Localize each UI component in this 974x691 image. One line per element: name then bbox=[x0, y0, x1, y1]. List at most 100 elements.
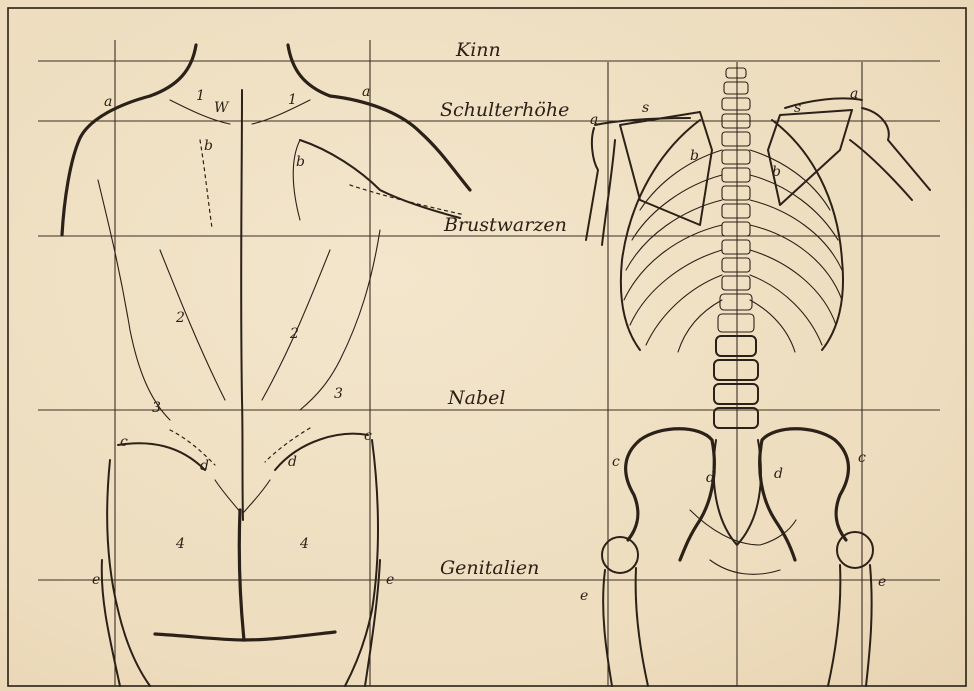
mark-d-left: d bbox=[200, 458, 209, 474]
vertebral-column bbox=[714, 68, 758, 428]
mark-b-right: b bbox=[296, 154, 305, 170]
vertebra bbox=[718, 314, 754, 332]
label-kinn: Kinn bbox=[455, 39, 501, 61]
vertebra bbox=[722, 150, 750, 164]
label-nabel: Nabel bbox=[447, 387, 505, 409]
spine-line bbox=[241, 90, 243, 520]
vertebra bbox=[722, 240, 750, 254]
right-arm-dashed bbox=[350, 185, 465, 215]
label-schulterhoehe: Schulterhöhe bbox=[440, 99, 569, 121]
vertebra bbox=[714, 360, 758, 380]
pubic-arch bbox=[710, 560, 780, 574]
back-figure bbox=[62, 45, 470, 686]
rib bbox=[626, 200, 722, 270]
mark-c-left: c bbox=[120, 434, 128, 450]
pelvis-left-ilium bbox=[640, 429, 714, 560]
rib bbox=[750, 175, 838, 240]
femur-head-right bbox=[837, 532, 873, 568]
mark-2-left: 2 bbox=[175, 310, 185, 326]
ribs-right bbox=[750, 150, 842, 352]
vertebra bbox=[726, 68, 746, 78]
mark-b-skel-right: b bbox=[772, 164, 781, 180]
mark-a-left: a bbox=[104, 94, 112, 110]
pelvis-right-crest bbox=[835, 440, 848, 540]
femur-right-a bbox=[828, 565, 840, 686]
vertebra bbox=[724, 82, 748, 94]
sacral-left bbox=[215, 480, 240, 512]
pelvis-left-crest bbox=[626, 440, 640, 540]
vertebra bbox=[722, 204, 750, 218]
mark-e-right: e bbox=[386, 572, 394, 588]
humerus-right-b bbox=[850, 140, 912, 200]
rib bbox=[646, 275, 722, 345]
mark-c-skel-left: c bbox=[612, 454, 620, 470]
mark-4-left: 4 bbox=[175, 536, 185, 552]
scapula-right bbox=[768, 110, 852, 205]
mark-d-skel-left: d bbox=[706, 470, 715, 486]
mark-w: W bbox=[214, 100, 230, 116]
pelvis-right-ilium bbox=[760, 429, 835, 560]
rib bbox=[750, 250, 836, 325]
mark-4-right: 4 bbox=[299, 536, 309, 552]
torso-right-side bbox=[300, 230, 380, 410]
mark-a-skel-right: a bbox=[850, 86, 858, 102]
humerus-right-a bbox=[862, 108, 930, 190]
trapezius-right bbox=[252, 100, 310, 124]
mark-2-right: 2 bbox=[289, 326, 299, 342]
mark-s-left: s bbox=[642, 100, 649, 116]
lat-left bbox=[160, 250, 225, 400]
vertebra bbox=[722, 258, 750, 272]
vertebra bbox=[722, 186, 750, 200]
neck-left bbox=[150, 45, 196, 96]
vertebra bbox=[722, 132, 750, 146]
mark-1-right: 1 bbox=[288, 92, 297, 108]
mark-c-skel-right: c bbox=[858, 450, 866, 466]
vertebra bbox=[714, 408, 758, 428]
torso-left-side bbox=[98, 180, 170, 420]
femur-head-left bbox=[602, 537, 638, 573]
neck-right bbox=[288, 45, 330, 96]
mark-d-right: d bbox=[288, 454, 297, 470]
right-arm-contour bbox=[300, 140, 460, 218]
mark-c-right: c bbox=[364, 428, 372, 444]
mark-e-skel-right: e bbox=[878, 574, 886, 590]
mark-d-skel-right: d bbox=[774, 466, 783, 482]
femur-left-b bbox=[636, 568, 648, 686]
rib bbox=[750, 150, 830, 210]
scapula-right bbox=[293, 140, 300, 220]
lat-right bbox=[262, 250, 330, 400]
mark-a-right: a bbox=[362, 84, 370, 100]
horizontal-guides bbox=[38, 61, 940, 580]
vertebra bbox=[716, 336, 756, 356]
ribcage-left-outline bbox=[621, 120, 700, 350]
vertebra bbox=[722, 276, 750, 290]
mark-3-right: 3 bbox=[334, 386, 343, 402]
mark-e-left: e bbox=[92, 572, 100, 588]
hip-right bbox=[345, 440, 378, 686]
mark-1-left: 1 bbox=[196, 88, 205, 104]
mark-e-skel-left: e bbox=[580, 588, 588, 604]
vertebra bbox=[720, 294, 752, 310]
skeleton-figure bbox=[586, 68, 930, 686]
rib bbox=[630, 250, 722, 325]
mark-3-left: 3 bbox=[152, 400, 161, 416]
mark-b-skel-left: b bbox=[690, 148, 699, 164]
humerus-left-a bbox=[586, 128, 598, 240]
vertebra bbox=[722, 98, 750, 110]
iliac-left bbox=[118, 443, 205, 470]
rib bbox=[750, 200, 842, 270]
vertebra bbox=[722, 222, 750, 236]
vertebra bbox=[714, 384, 758, 404]
vertebra bbox=[722, 168, 750, 182]
gluteal-cleft bbox=[239, 510, 244, 640]
mark-s-right: s bbox=[794, 100, 801, 116]
thigh-right bbox=[365, 560, 380, 686]
mark-a-skel-left: a bbox=[590, 112, 598, 128]
sacral-right bbox=[244, 480, 270, 512]
label-brustwarzen: Brustwarzen bbox=[443, 214, 567, 236]
femur-right-b bbox=[866, 565, 872, 686]
label-genitalien: Genitalien bbox=[440, 557, 539, 579]
mark-b-left: b bbox=[204, 138, 213, 154]
